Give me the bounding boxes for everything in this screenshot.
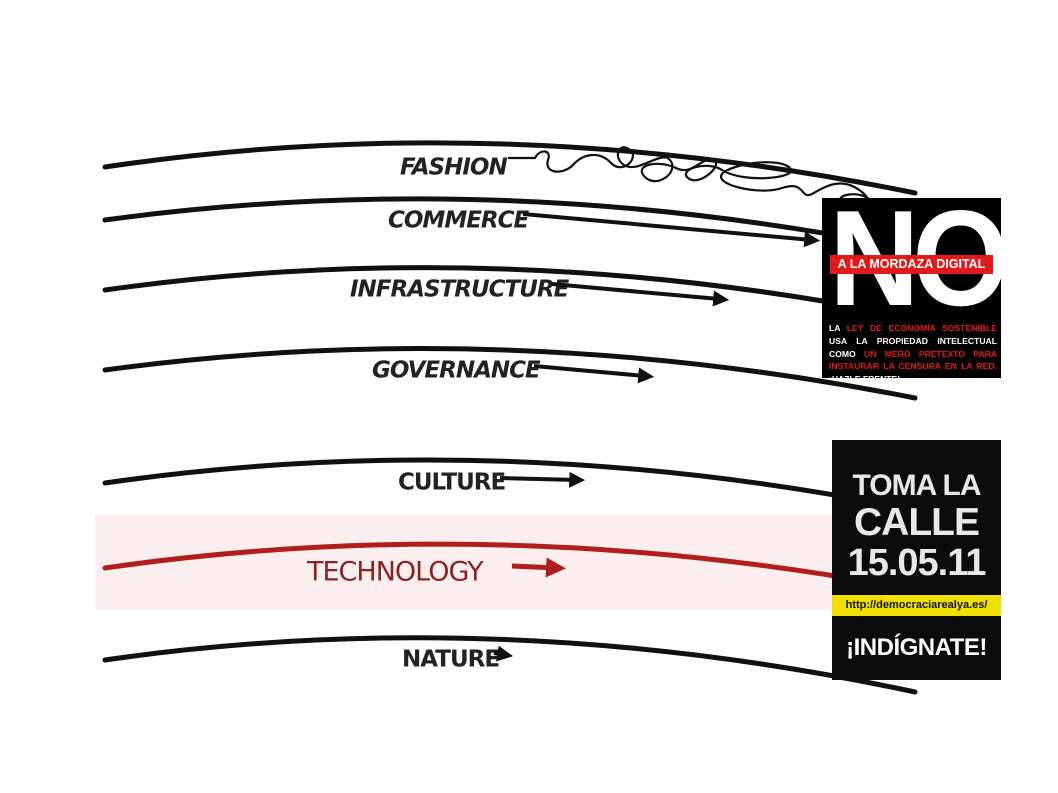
poster-text-part: ¡HAZLE FRENTE! — [829, 374, 900, 378]
culture-arrow — [499, 471, 586, 488]
infrastructure-layer-curve — [102, 265, 918, 321]
fashion-layer-curve — [102, 140, 918, 196]
poster-date: 15.05.11 — [847, 542, 987, 584]
toma-la-calle-poster: TOMA LA CALLE 15.05.11 http://democracia… — [832, 440, 1001, 680]
commerce-label: COMMERCE — [388, 208, 530, 234]
commerce-arrow — [522, 212, 821, 248]
culture-layer-curve — [102, 457, 918, 513]
infrastructure-label: INFRASTRUCTURE — [350, 277, 570, 303]
technology-arrow — [511, 557, 566, 578]
infrastructure-arrow — [551, 282, 730, 307]
poster-text-part: UN MERO PRETEXTO PARA INSTAURAR LA CENSU… — [829, 348, 998, 372]
nature-layer-curve — [102, 635, 918, 695]
no-mordaza-digital-poster: NO A LA MORDAZA DIGITAL LA LEY DE ECONOM… — [822, 198, 1001, 378]
poster-line-1: TOMA LA — [852, 469, 982, 502]
poster-body-text: LA LEY DE ECONOMÍA SOSTENIBLE USA LA PRO… — [829, 322, 997, 378]
technology-label: TECHNOLOGY — [306, 557, 484, 588]
commerce-layer-curve — [102, 196, 918, 253]
technology-layer-curve — [102, 541, 918, 593]
poster-url: http://democraciarealya.es/ — [832, 595, 1001, 616]
nature-label: NATURE — [402, 647, 499, 673]
poster-slogan: ¡INDÍGNATE! — [846, 634, 987, 661]
poster-text-part: LA — [829, 323, 847, 333]
nature-arrow — [493, 645, 514, 662]
poster-text-part: USA LA PROPIEDAD INTELECTUAL COMO — [829, 335, 997, 359]
governance-label: GOVERNANCE — [372, 358, 541, 384]
governance-layer-curve — [102, 346, 918, 401]
governance-arrow — [533, 364, 655, 384]
poster-text-part: LEY DE ECONOMÍA SOSTENIBLE — [846, 323, 997, 333]
poster-line-2: CALLE — [854, 501, 980, 544]
technology-highlight-band — [95, 515, 835, 610]
poster-band: A LA MORDAZA DIGITAL — [830, 255, 993, 274]
fashion-tangled-arrow — [508, 146, 871, 212]
culture-label: CULTURE — [398, 470, 505, 496]
fashion-label: FASHION — [400, 155, 507, 181]
